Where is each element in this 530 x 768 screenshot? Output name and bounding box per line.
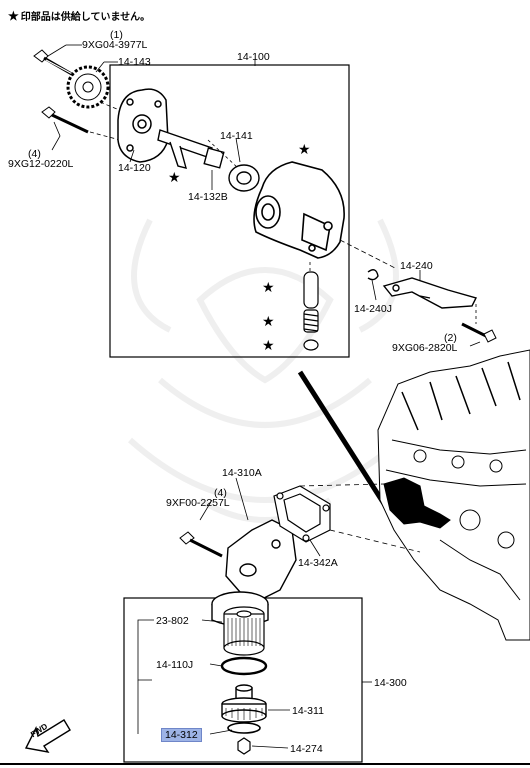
label-9xf00-2257l[interactable]: 9XF00-2257L <box>166 497 230 509</box>
fwd-arrow <box>24 719 71 753</box>
star-icon: ★ <box>262 337 275 353</box>
bolt-9xg12 <box>41 106 89 134</box>
label-14-274[interactable]: 14-274 <box>290 743 323 755</box>
clip-14-240j <box>367 269 379 281</box>
bolt-9xf00 <box>179 531 223 558</box>
label-14-143[interactable]: 14-143 <box>118 56 151 68</box>
label-14-141[interactable]: 14-141 <box>220 130 253 142</box>
rotor-14-141 <box>228 164 260 192</box>
label-14-100[interactable]: 14-100 <box>237 51 270 63</box>
star-icon: ★ <box>168 169 181 185</box>
pump-body <box>253 161 345 259</box>
supply-note: ★印部品は供給していません。 <box>8 8 150 23</box>
label-14-120[interactable]: 14-120 <box>118 162 151 174</box>
rotor-14-132b <box>203 147 225 169</box>
label-14-132b[interactable]: 14-132B <box>188 191 228 203</box>
relief-plug <box>303 339 319 351</box>
star-icon: ★ <box>298 141 311 157</box>
cover-plate-14-120 <box>117 88 169 163</box>
star-icon: ★ <box>8 9 19 23</box>
label-9xg04-3977l[interactable]: 9XG04-3977L <box>82 39 148 51</box>
star-icon: ★ <box>262 313 275 329</box>
label-9xf00-qty: (4) <box>214 487 227 499</box>
label-14-312[interactable]: 14-312 <box>161 728 202 742</box>
relief-plunger <box>303 271 319 309</box>
label-9xg12-qty: (4) <box>28 148 41 160</box>
bolt-9xg06 <box>461 322 497 343</box>
pointer-arrow <box>297 370 391 512</box>
label-14-310a[interactable]: 14-310A <box>222 467 262 479</box>
label-14-240j[interactable]: 14-240J <box>354 303 392 315</box>
label-9xg12-0220l[interactable]: 9XG12-0220L <box>8 158 74 170</box>
label-14-240[interactable]: 14-240 <box>400 260 433 272</box>
label-9xg04-qty: (1) <box>110 29 123 41</box>
label-9xg06-2820l[interactable]: 9XG06-2820L <box>392 342 458 354</box>
label-14-311[interactable]: 14-311 <box>292 705 324 717</box>
label-23-802[interactable]: 23-802 <box>156 615 189 627</box>
o-ring-14-110j <box>220 656 268 676</box>
relief-spring <box>303 309 319 333</box>
label-14-312-highlight: 14-312 <box>161 728 202 742</box>
gasket-14-342a <box>273 485 331 543</box>
filter-cap-14-311 <box>221 684 267 723</box>
label-14-342a[interactable]: 14-342A <box>298 557 338 569</box>
filter-element-23-802 <box>223 606 265 656</box>
sprocket-14-143 <box>66 65 110 109</box>
o-ring-14-312 <box>227 722 261 734</box>
label-14-300[interactable]: 14-300 <box>374 677 407 689</box>
engine-block <box>377 349 530 641</box>
label-9xg06-qty: (2) <box>444 332 457 344</box>
drain-plug-14-274 <box>237 737 251 755</box>
star-icon: ★ <box>262 279 275 295</box>
label-14-110j[interactable]: 14-110J <box>156 659 194 671</box>
oil-pump-frame <box>109 64 350 358</box>
supply-note-text: 印部品は供給していません。 <box>20 12 151 23</box>
engine-highlight <box>383 477 451 529</box>
watermark-crest <box>128 218 402 523</box>
bracket-14-240 <box>382 277 478 309</box>
